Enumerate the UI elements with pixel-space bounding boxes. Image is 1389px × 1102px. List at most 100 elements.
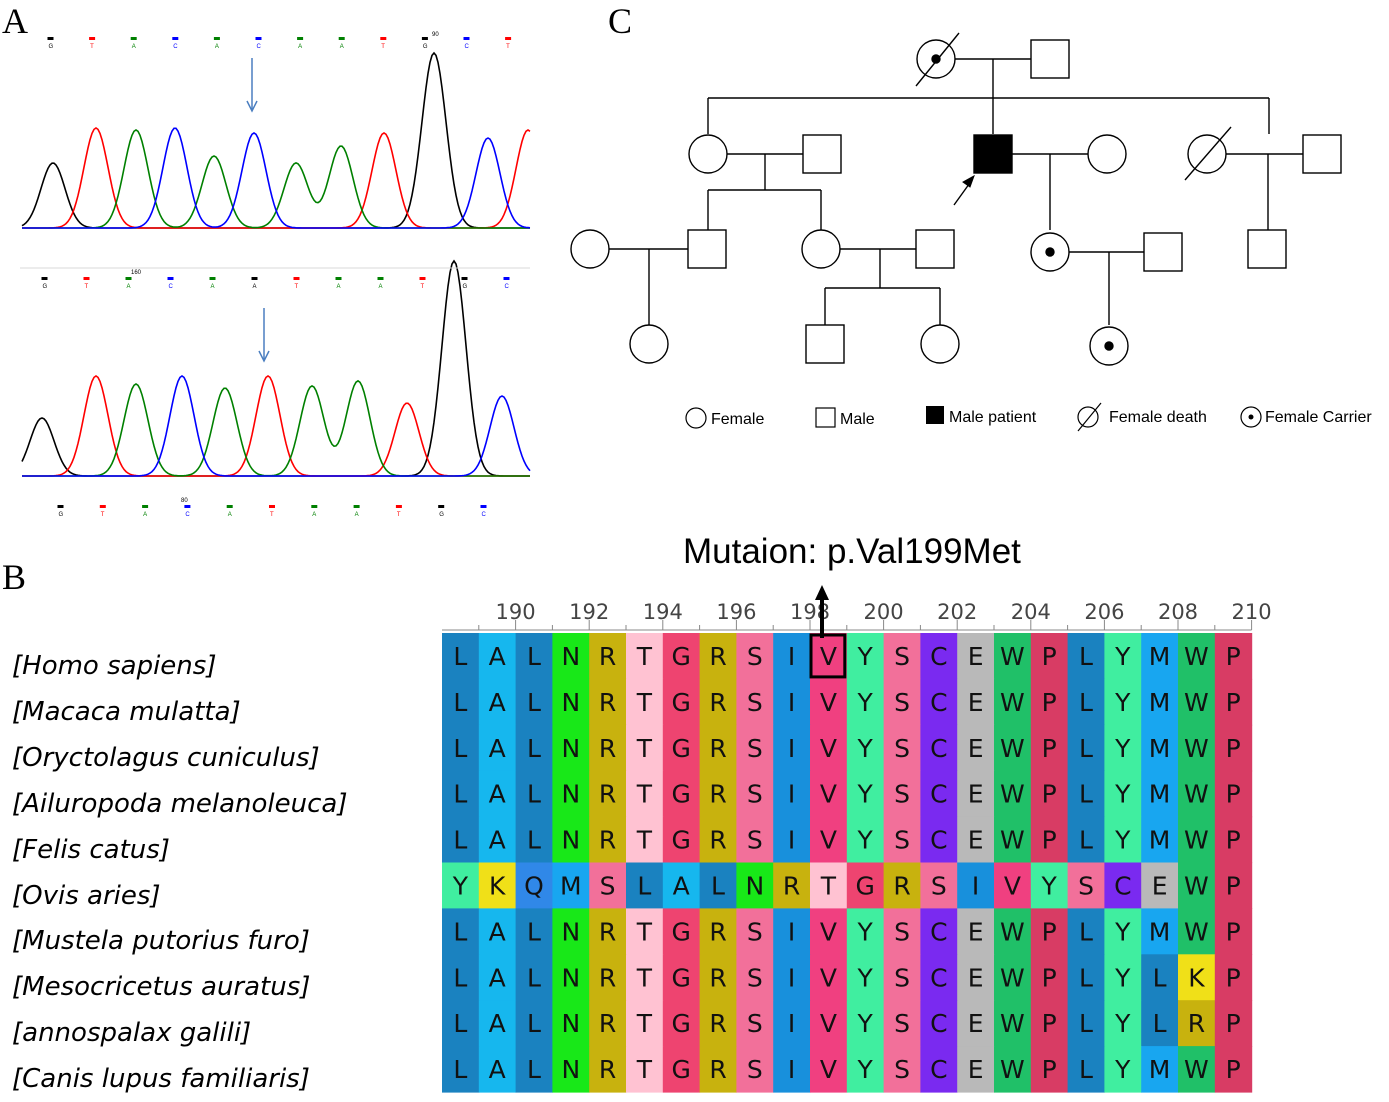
- residue-letter: A: [489, 1055, 506, 1084]
- residue-letter: Y: [857, 826, 874, 855]
- residue-letter: L: [453, 826, 467, 855]
- residue-letter: Y: [857, 1009, 874, 1038]
- residue-letter: P: [1042, 734, 1057, 763]
- residue-cell: [1104, 908, 1142, 955]
- residue-letter: Y: [1114, 734, 1131, 763]
- residue-letter: P: [1226, 963, 1241, 992]
- residue-cell: [810, 908, 848, 955]
- residue-cell: [626, 862, 664, 909]
- ruler-label: 198: [790, 600, 830, 624]
- panel-label-b: B: [2, 557, 27, 597]
- residue-letter: W: [1184, 826, 1209, 855]
- residue-letter: E: [968, 826, 984, 855]
- residue-letter: W: [1184, 734, 1209, 763]
- residue-letter: C: [930, 826, 947, 855]
- residue-cell: [589, 908, 627, 955]
- residue-letter: I: [788, 642, 795, 671]
- residue-letter: N: [561, 688, 580, 717]
- residue-cell: [846, 954, 885, 1001]
- residue-letter: R: [709, 688, 726, 717]
- residue-cell: [736, 770, 774, 818]
- cousin-male-square: [687, 229, 727, 269]
- residue-cell: [846, 1046, 885, 1093]
- residue-letter: L: [637, 871, 651, 900]
- base-call-mark: [505, 37, 512, 40]
- residue-cell: [810, 633, 848, 680]
- residue-letter: N: [561, 826, 580, 855]
- base-call-mark: [57, 505, 64, 508]
- residue-cell: [773, 862, 811, 909]
- residue-cell: [1178, 678, 1216, 726]
- residue-cell: [846, 633, 885, 680]
- residue-letter: R: [709, 1055, 726, 1084]
- residue-letter: W: [1000, 826, 1025, 855]
- base-call-mark: [353, 505, 360, 508]
- residue-cell: [552, 1000, 590, 1047]
- residue-letter: E: [968, 642, 984, 671]
- base-call-mark: [297, 37, 304, 40]
- residue-letter: P: [1226, 734, 1241, 763]
- residue-cell: [626, 1000, 664, 1047]
- residue-cell: [442, 908, 480, 955]
- residue-cell: [1067, 908, 1105, 955]
- residue-cell: [589, 1000, 627, 1047]
- base-call-letter: T: [270, 512, 274, 518]
- base-call-mark: [47, 37, 54, 40]
- residue-letter: L: [527, 1055, 541, 1084]
- residue-cell: [736, 724, 774, 772]
- residue-letter: W: [1184, 871, 1209, 900]
- residue-cell: [736, 862, 774, 909]
- residue-cell: [699, 633, 737, 680]
- residue-cell: [1030, 770, 1069, 818]
- residue-cell: [478, 816, 517, 864]
- residue-cell: [478, 954, 517, 1001]
- residue-letter: S: [747, 780, 763, 809]
- residue-cell: [810, 770, 848, 818]
- residue-cell: [515, 816, 553, 864]
- residue-cell: [1030, 1000, 1069, 1047]
- residue-cell: [662, 633, 701, 680]
- residue-letter: K: [1188, 963, 1205, 992]
- residue-letter: W: [1184, 642, 1209, 671]
- base-call-letter: T: [101, 512, 105, 518]
- cousin-wife-circle: [570, 229, 610, 269]
- residue-letter: P: [1042, 917, 1057, 946]
- base-call-letter: A: [215, 44, 219, 50]
- residue-letter: L: [527, 826, 541, 855]
- residue-letter: W: [1184, 780, 1209, 809]
- residue-letter: W: [1000, 917, 1025, 946]
- residue-cell: [699, 678, 737, 726]
- residue-cell: [883, 770, 921, 818]
- base-call-letter: A: [253, 284, 257, 290]
- residue-letter: P: [1226, 871, 1241, 900]
- residue-cell: [1214, 954, 1253, 1001]
- base-call-mark: [438, 505, 445, 508]
- second-cousin-male: [805, 324, 845, 364]
- residue-letter: S: [747, 1055, 763, 1084]
- base-call-mark: [142, 505, 149, 508]
- species-label: [annospalax galili]: [12, 1018, 252, 1049]
- residue-letter: I: [788, 826, 795, 855]
- residue-cell: [846, 908, 885, 955]
- base-call-mark: [503, 277, 510, 280]
- residue-cell: [552, 770, 590, 818]
- residue-letter: Y: [857, 688, 874, 717]
- residue-cell: [1030, 908, 1069, 955]
- residue-letter: Y: [857, 734, 874, 763]
- base-call-letter: A: [143, 512, 147, 518]
- residue-cell: [810, 1046, 848, 1093]
- residue-letter: W: [1000, 963, 1025, 992]
- residue-letter: L: [1079, 734, 1093, 763]
- residue-cell: [1214, 816, 1253, 864]
- species-label: [Ailuropoda melanoleuca]: [12, 788, 348, 819]
- residue-cell: [810, 954, 848, 1001]
- residue-cell: [662, 724, 701, 772]
- residue-cell: [478, 862, 517, 909]
- residue-cell: [626, 770, 664, 818]
- residue-cell: [589, 633, 627, 680]
- base-call-letter: A: [298, 44, 302, 50]
- residue-cell: [1178, 724, 1216, 772]
- residue-letter: L: [1079, 963, 1093, 992]
- residue-letter: S: [894, 1009, 910, 1038]
